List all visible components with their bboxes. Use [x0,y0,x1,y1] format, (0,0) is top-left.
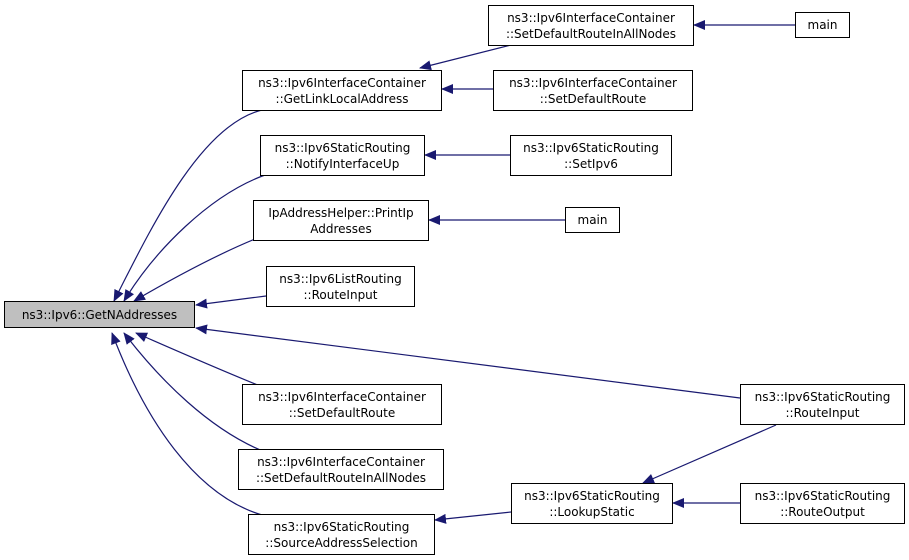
edge-notify-interface-up-to-root [123,174,266,302]
node-label-line1: ns3::Ipv6InterfaceContainer [258,389,426,404]
node-main-mid[interactable]: main [565,207,620,233]
node-list-routing-route-input[interactable]: ns3::Ipv6ListRouting::RouteInput [266,266,415,307]
node-label-line1: ns3::Ipv6StaticRouting [754,389,891,404]
edge-static-route-input-to-lookup-static [642,424,777,484]
node-label-line1: ns3::Ipv6StaticRouting [523,140,659,155]
node-set-default-route-in-all-nodes-top[interactable]: ns3::Ipv6InterfaceContainer::SetDefaultR… [488,5,694,46]
node-label-line2: ::NotifyInterfaceUp [285,156,400,171]
edge-get-link-local-to-root [113,109,263,302]
node-route-output[interactable]: ns3::Ipv6StaticRouting::RouteOutput [740,483,905,524]
node-label-line1: ns3::Ipv6InterfaceContainer [257,454,425,469]
node-label-line2: ::SetDefaultRoute [288,405,396,420]
edge-set-default-route-all-top-to-get-link-local [419,43,516,71]
node-label-line1: IpAddressHelper::PrintIp [268,205,414,220]
node-set-ipv6[interactable]: ns3::Ipv6StaticRouting::SetIpv6 [510,135,672,176]
node-source-address-selection[interactable]: ns3::Ipv6StaticRouting::SourceAddressSel… [248,514,435,555]
node-static-routing-route-input[interactable]: ns3::Ipv6StaticRouting::RouteInput [740,384,905,425]
node-label-line2: ::SetIpv6 [564,156,618,171]
node-get-link-local-address[interactable]: ns3::Ipv6InterfaceContainer::GetLinkLoca… [242,70,442,111]
node-set-default-route-bottom[interactable]: ns3::Ipv6InterfaceContainer::SetDefaultR… [242,384,442,425]
node-main-top[interactable]: main [795,12,850,38]
node-label-line2: ::RouteInput [303,287,378,302]
node-notify-interface-up[interactable]: ns3::Ipv6StaticRouting::NotifyInterfaceU… [260,135,425,176]
edge-source-address-selection-to-root [111,332,263,516]
node-label-line1: ns3::Ipv6InterfaceContainer [509,75,677,90]
node-set-default-route-top[interactable]: ns3::Ipv6InterfaceContainer::SetDefaultR… [493,70,693,111]
edge-list-route-input-to-root [195,295,267,309]
node-set-default-route-in-all-nodes-bottom[interactable]: ns3::Ipv6InterfaceContainer::SetDefaultR… [238,449,444,490]
node-ipv6-get-n-addresses: ns3::Ipv6::GetNAddresses [4,301,195,328]
node-label-line2: ::LookupStatic [549,504,635,519]
node-label-line1: ns3::Ipv6InterfaceContainer [258,75,426,90]
node-label-line2: ::SourceAddressSelection [265,535,418,550]
node-lookup-static[interactable]: ns3::Ipv6StaticRouting::LookupStatic [511,483,673,524]
node-label-line1: ns3::Ipv6InterfaceContainer [507,10,675,25]
edge-print-ip-to-root [133,236,261,302]
node-label-line1: ns3::Ipv6StaticRouting [273,519,410,534]
node-label-line2: ::SetDefaultRouteInAllNodes [255,470,427,485]
edge-set-default-route-all-bottom-to-root [123,332,266,453]
node-label-line2: ::GetLinkLocalAddress [275,91,409,106]
node-label-line1: ns3::Ipv6StaticRouting [524,488,660,503]
node-label-line2: ::SetDefaultRouteInAllNodes [505,26,677,41]
node-label-line1: main [577,213,608,227]
edge-set-default-route-bottom-to-root [135,332,271,391]
node-label-line2: Addresses [310,221,372,236]
node-label-line2: ::SetDefaultRoute [539,91,647,106]
edge-static-route-input-to-root [195,324,741,399]
node-label-line1: ns3::Ipv6ListRouting [279,271,402,286]
node-label-line1: ns3::Ipv6::GetNAddresses [21,307,178,322]
edge-lookup-static-to-source-address-selection [434,511,512,524]
node-label-line2: ::RouteOutput [780,504,865,519]
node-label-line2: ::RouteInput [785,405,860,420]
node-label-line1: ns3::Ipv6StaticRouting [754,488,891,503]
node-label-line1: ns3::Ipv6StaticRouting [274,140,411,155]
node-label-line1: main [807,18,838,32]
